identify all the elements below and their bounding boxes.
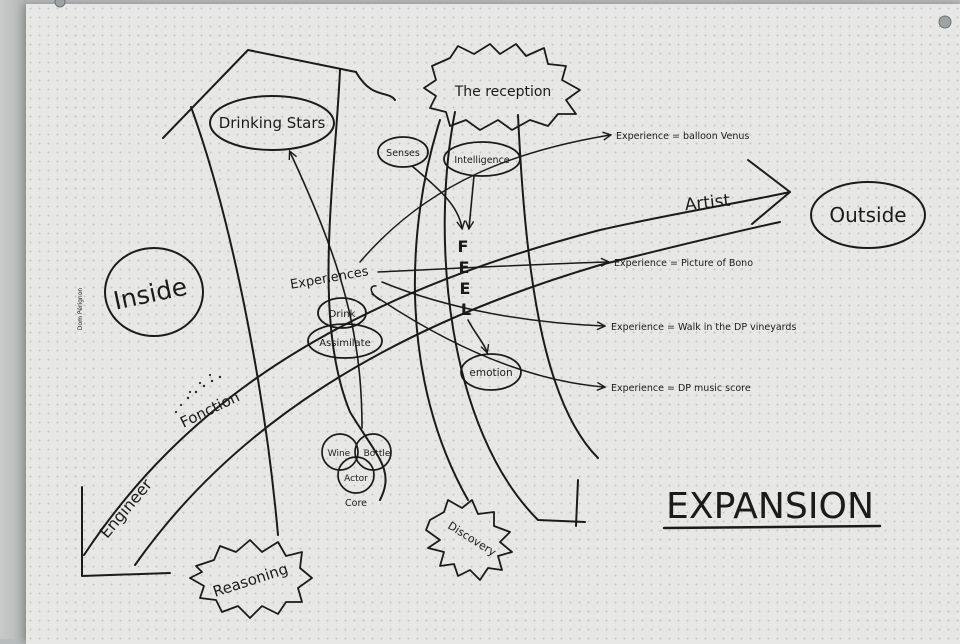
experience-music-arrow [371, 293, 604, 387]
reception-starburst [423, 43, 581, 131]
wine-circle [321, 433, 359, 471]
assimilate-node [307, 323, 383, 359]
experience-vineyards-label: Experience = Walk in the DP vineyards [611, 322, 796, 333]
senses-to-feel-arrow [411, 165, 462, 228]
drink-node [317, 297, 367, 329]
actor-circle [337, 456, 375, 494]
bottle-label: Bottle [364, 449, 391, 459]
core-label: Core [345, 498, 367, 509]
core-to-drinking-stars-arrow [290, 152, 363, 429]
expansion-underline [662, 524, 882, 530]
experience-vineyards-arrow [381, 281, 604, 326]
feel-to-emotion-arrow [467, 319, 487, 352]
wall-background [0, 0, 26, 639]
feel-letter-f: F [458, 237, 469, 256]
experiences-loop [370, 285, 381, 301]
fonction-band [81, 159, 791, 577]
experience-bono-arrow [377, 262, 608, 273]
reasoning-label: Reasoning [211, 560, 291, 601]
pin-icon [54, 0, 66, 8]
outside-node [810, 181, 926, 249]
assimilate-label: Assimilate [319, 338, 371, 349]
outside-label: Outside [829, 203, 906, 227]
reasoning-starburst [189, 539, 313, 619]
emotion-label: emotion [469, 367, 512, 379]
reception-band [413, 111, 599, 527]
reception-label: The reception [454, 84, 552, 100]
fonction-label: Fonction [177, 387, 242, 431]
intelligence-label: Intelligence [454, 155, 509, 166]
discovery-starburst [425, 499, 513, 581]
whiteboard-paper [26, 4, 960, 644]
inside-node [104, 247, 204, 337]
dom-perignon-logo: Dom Pérignon [77, 288, 84, 331]
drinking-stars-node [209, 95, 335, 151]
discovery-label: Discovery [445, 519, 498, 559]
inside-label: Inside [111, 272, 190, 316]
core-venn: Wine Bottle Actor Core [321, 433, 392, 509]
artist-label: Artist [684, 191, 732, 216]
pin-icon [938, 15, 952, 29]
drink-label: Drink [329, 309, 356, 320]
drinking-stars-label: Drinking Stars [219, 114, 326, 132]
engineer-label: Engineer [96, 475, 157, 542]
senses-node [377, 136, 429, 168]
experience-bono-label: Experience = Picture of Bono [614, 258, 753, 269]
experience-music-label: Experience = DP music score [611, 383, 751, 394]
feel-letter-e2: E [460, 279, 471, 298]
expansion-title: EXPANSION [666, 486, 874, 527]
intelligence-to-feel-arrow [469, 175, 475, 228]
experience-balloon-arrow [359, 135, 610, 263]
fonction-band-dots [174, 373, 222, 414]
experience-balloon-label: Experience = balloon Venus [616, 131, 749, 142]
emotion-node [460, 353, 522, 391]
actor-label: Actor [344, 474, 368, 484]
feel-letter-l: L [461, 300, 471, 319]
senses-label: Senses [386, 148, 420, 159]
intelligence-node [443, 141, 521, 177]
wine-label: Wine [328, 449, 351, 459]
